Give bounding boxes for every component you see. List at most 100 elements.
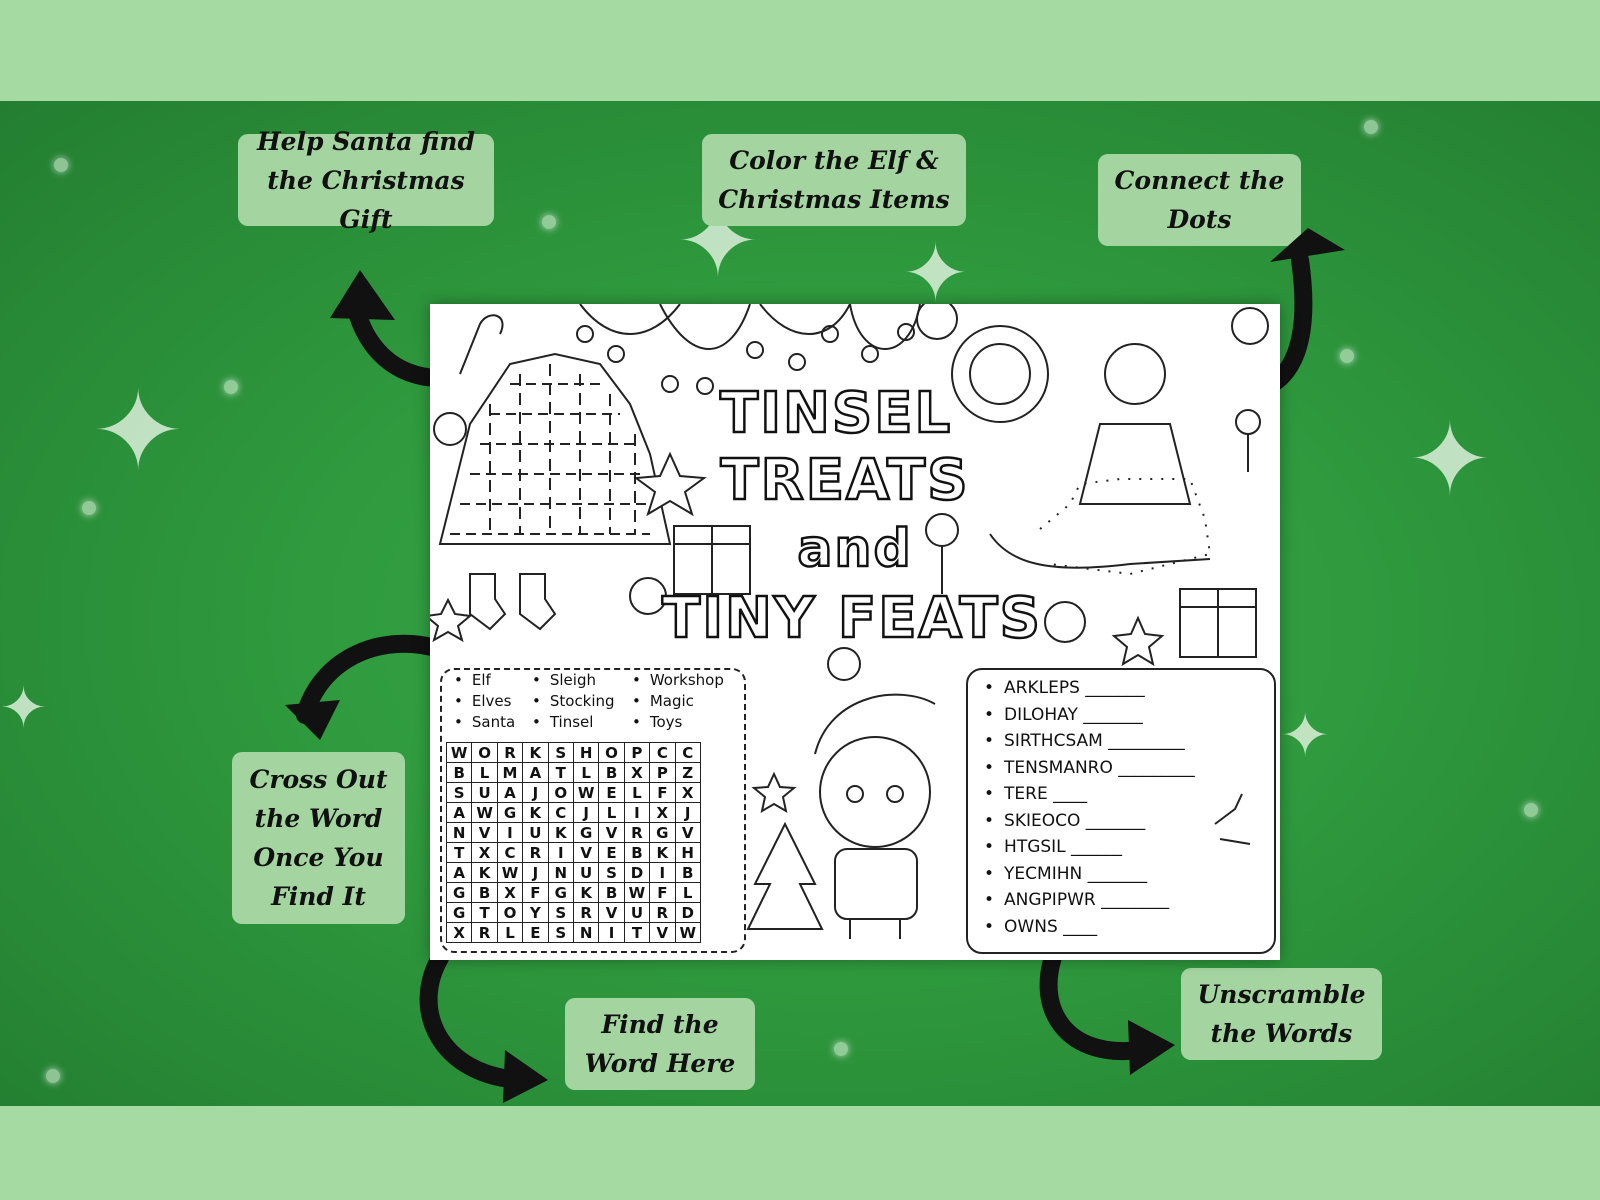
grid-cell: L (496, 922, 524, 943)
scramble-item: •HTGSIL ______ (984, 837, 1123, 857)
grid-cell: N (572, 922, 600, 943)
grid-cell: X (674, 782, 701, 803)
grid-cell: T (471, 902, 498, 923)
word-scramble-box: •ARKLEPS _______ •DILOHAY _______ •SIRTH… (966, 668, 1276, 954)
grid-cell: W (623, 882, 651, 903)
grid-cell: L (471, 762, 498, 783)
scramble-item: •DILOHAY _______ (984, 704, 1143, 725)
grid-cell: V (471, 822, 498, 843)
grid-cell: O (496, 902, 524, 923)
light-dot (54, 158, 68, 172)
grid-cell: J (674, 802, 701, 823)
grid-cell: D (623, 862, 651, 883)
grid-cell: J (572, 802, 600, 823)
grid-cell: U (623, 902, 651, 923)
grid-cell: N (445, 822, 473, 843)
grid-cell: T (623, 922, 651, 943)
grid-cell: L (674, 882, 701, 903)
grid-cell: V (598, 902, 625, 923)
grid-cell: F (649, 882, 676, 903)
grid-cell: T (547, 762, 574, 783)
light-dot (542, 215, 556, 229)
callout-connect-dots: Connect the Dots (1098, 154, 1301, 246)
callout-help-santa: Help Santa find the Christmas Gift (238, 127, 494, 234)
grid-cell: B (623, 842, 651, 863)
grid-cell: G (649, 822, 676, 843)
grid-cell: S (598, 862, 625, 883)
sheet-title-line-3: and (796, 518, 913, 581)
grid-cell: G (496, 802, 524, 823)
light-dot (46, 1069, 60, 1083)
grid-cell: I (496, 822, 524, 843)
scramble-item: •TERE ____ (984, 784, 1088, 804)
grid-cell: B (598, 882, 625, 903)
grid-cell: R (649, 902, 676, 923)
sparkle-icon: ✦ (1408, 401, 1492, 518)
grid-cell: G (445, 902, 473, 923)
grid-cell: V (649, 922, 676, 943)
grid-cell: B (445, 762, 473, 783)
grid-cell: I (623, 802, 651, 823)
word-list-item: Elves (454, 691, 515, 712)
grid-cell: V (674, 822, 701, 843)
word-search-box (440, 668, 746, 953)
light-dot (82, 501, 96, 515)
grid-cell: X (471, 842, 498, 863)
scramble-item: •ANGPIPWR ________ (984, 890, 1170, 910)
scramble-item: •OWNS ____ (984, 916, 1098, 937)
grid-cell: L (623, 782, 651, 803)
grid-cell: Z (674, 762, 701, 783)
word-list-item: Elf (454, 670, 515, 691)
grid-cell: U (471, 782, 498, 803)
grid-cell: X (445, 922, 473, 943)
grid-cell: B (598, 762, 625, 783)
grid-cell: R (522, 842, 549, 863)
grid-cell: A (445, 802, 473, 823)
scramble-item: •YECMIHN _______ (984, 863, 1148, 884)
scramble-item: •TENSMANRO _________ (984, 757, 1195, 778)
grid-cell: P (649, 762, 676, 783)
grid-cell: U (572, 862, 600, 883)
grid-cell: C (649, 742, 676, 763)
grid-cell: G (547, 882, 574, 903)
sparkle-icon: ✦ (0, 676, 47, 741)
grid-cell: R (471, 922, 498, 943)
grid-cell: W (496, 862, 524, 883)
word-list: Elf Elves Santa Sleigh Stocking Tinsel W… (440, 668, 736, 734)
grid-cell: K (547, 822, 574, 843)
grid-cell: V (572, 842, 600, 863)
grid-cell: E (598, 842, 625, 863)
grid-cell: O (471, 742, 498, 763)
grid-cell: X (623, 762, 651, 783)
word-list-item: Toys (632, 712, 724, 733)
grid-cell: K (572, 882, 600, 903)
word-list-item: Santa (454, 712, 515, 733)
grid-cell: Y (522, 902, 549, 923)
grid-cell: W (674, 922, 701, 943)
grid-cell: N (547, 862, 574, 883)
grid-cell: I (649, 862, 676, 883)
grid-cell: C (496, 842, 524, 863)
grid-cell: J (522, 782, 549, 803)
sheet-illustrations (430, 304, 1269, 939)
grid-cell: I (598, 922, 625, 943)
grid-cell: K (522, 802, 549, 823)
grid-cell: A (496, 782, 524, 803)
word-list-item: Sleigh (532, 670, 615, 691)
grid-cell: O (598, 742, 625, 763)
grid-cell: U (522, 822, 549, 843)
grid-cell: L (598, 802, 625, 823)
grid-cell: T (445, 842, 473, 863)
grid-cell: R (623, 822, 651, 843)
light-dot (1340, 349, 1354, 363)
grid-cell: K (522, 742, 549, 763)
grid-cell: C (547, 802, 574, 823)
light-dot (1524, 803, 1538, 817)
grid-cell: V (598, 822, 625, 843)
callout-unscramble: Unscramble the Words (1181, 968, 1382, 1060)
word-list-item: Magic (632, 691, 724, 712)
